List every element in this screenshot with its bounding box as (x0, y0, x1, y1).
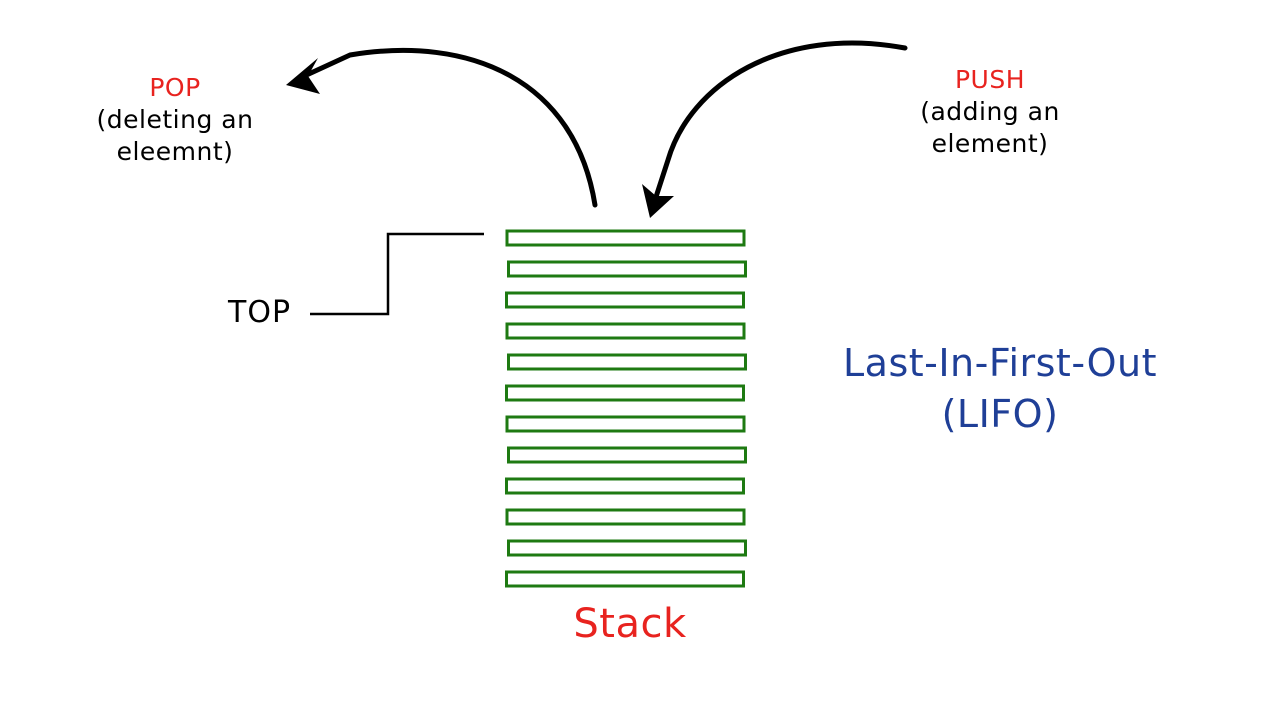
stack-element (505, 477, 745, 495)
top-pointer-line (310, 232, 484, 316)
push-description-line-1: (adding an (920, 97, 1060, 126)
stack-element (507, 446, 747, 464)
push-description-line-2: element) (931, 129, 1049, 158)
stack-element (507, 353, 747, 371)
pop-description-line-2: eleemnt) (116, 137, 234, 166)
top-label: TOP (228, 295, 292, 330)
pop-label: POP (deleting an eleemnt) (70, 72, 280, 168)
push-title: PUSH (954, 65, 1026, 94)
pop-title: POP (149, 73, 201, 102)
stack (505, 229, 747, 588)
lifo-line-1: Last-In-First-Out (842, 341, 1157, 385)
stack-element (505, 570, 745, 588)
stack-element (505, 384, 745, 402)
stack-caption: Stack (573, 601, 687, 647)
lifo-line-2: (LIFO) (941, 392, 1059, 436)
stack-element (505, 229, 746, 247)
push-arrow (642, 40, 908, 218)
pop-arrow (286, 47, 598, 208)
stack-element (505, 508, 746, 526)
stack-element (505, 415, 746, 433)
push-label: PUSH (adding an element) (890, 64, 1090, 160)
stack-element (505, 291, 745, 309)
stack-element (505, 322, 746, 340)
stack-element (507, 260, 747, 278)
stack-element (507, 539, 747, 557)
pop-description-line-1: (deleting an (96, 105, 254, 134)
lifo-label: Last-In-First-Out (LIFO) (800, 338, 1200, 440)
